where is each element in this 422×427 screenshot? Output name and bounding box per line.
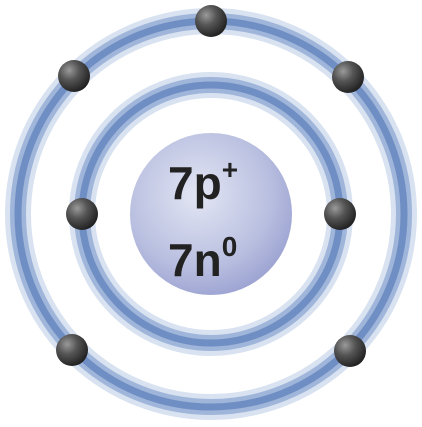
electron: [324, 198, 356, 230]
svg-text:7n0: 7n0: [168, 231, 237, 286]
electron: [56, 334, 88, 366]
neutron-charge: 0: [222, 231, 238, 262]
electron: [66, 198, 98, 230]
proton-count: 7p: [168, 157, 222, 209]
electron: [58, 60, 90, 92]
electron: [332, 61, 364, 93]
nucleus: 7p+ 7n0: [130, 133, 292, 295]
electron: [334, 335, 366, 367]
neutron-count: 7n: [168, 234, 222, 286]
svg-text:7p+: 7p+: [168, 154, 238, 209]
proton-charge: +: [222, 154, 238, 185]
electron: [195, 5, 227, 37]
